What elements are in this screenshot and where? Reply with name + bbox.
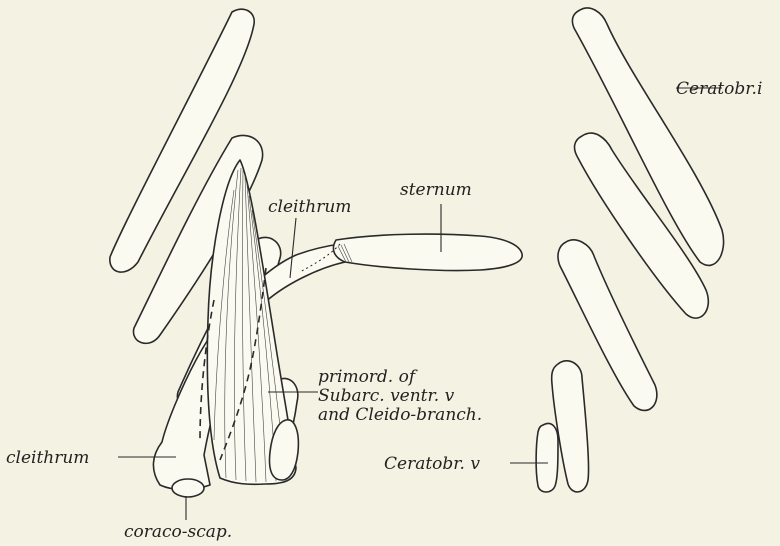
label-cleithrum-upper: cleithrum [268, 197, 351, 217]
label-primord-line1: primord. of [318, 367, 418, 387]
label-coraco-scap: coraco-scap. [124, 522, 232, 542]
label-sternum: sternum [400, 180, 472, 200]
label-primord-line3: and Cleido-branch. [318, 405, 482, 425]
label-ceratobr-v: Ceratobr. v [384, 454, 480, 474]
sternum-outline [333, 234, 522, 270]
right-ceratobranchial-5 [536, 423, 558, 492]
coraco-scapular-element [172, 479, 204, 497]
label-cleithrum-lower: cleithrum [6, 448, 89, 468]
label-primord-line2: Subarc. ventr. v [318, 386, 455, 406]
label-ceratobr-i: Ceratobr.i [676, 79, 762, 99]
